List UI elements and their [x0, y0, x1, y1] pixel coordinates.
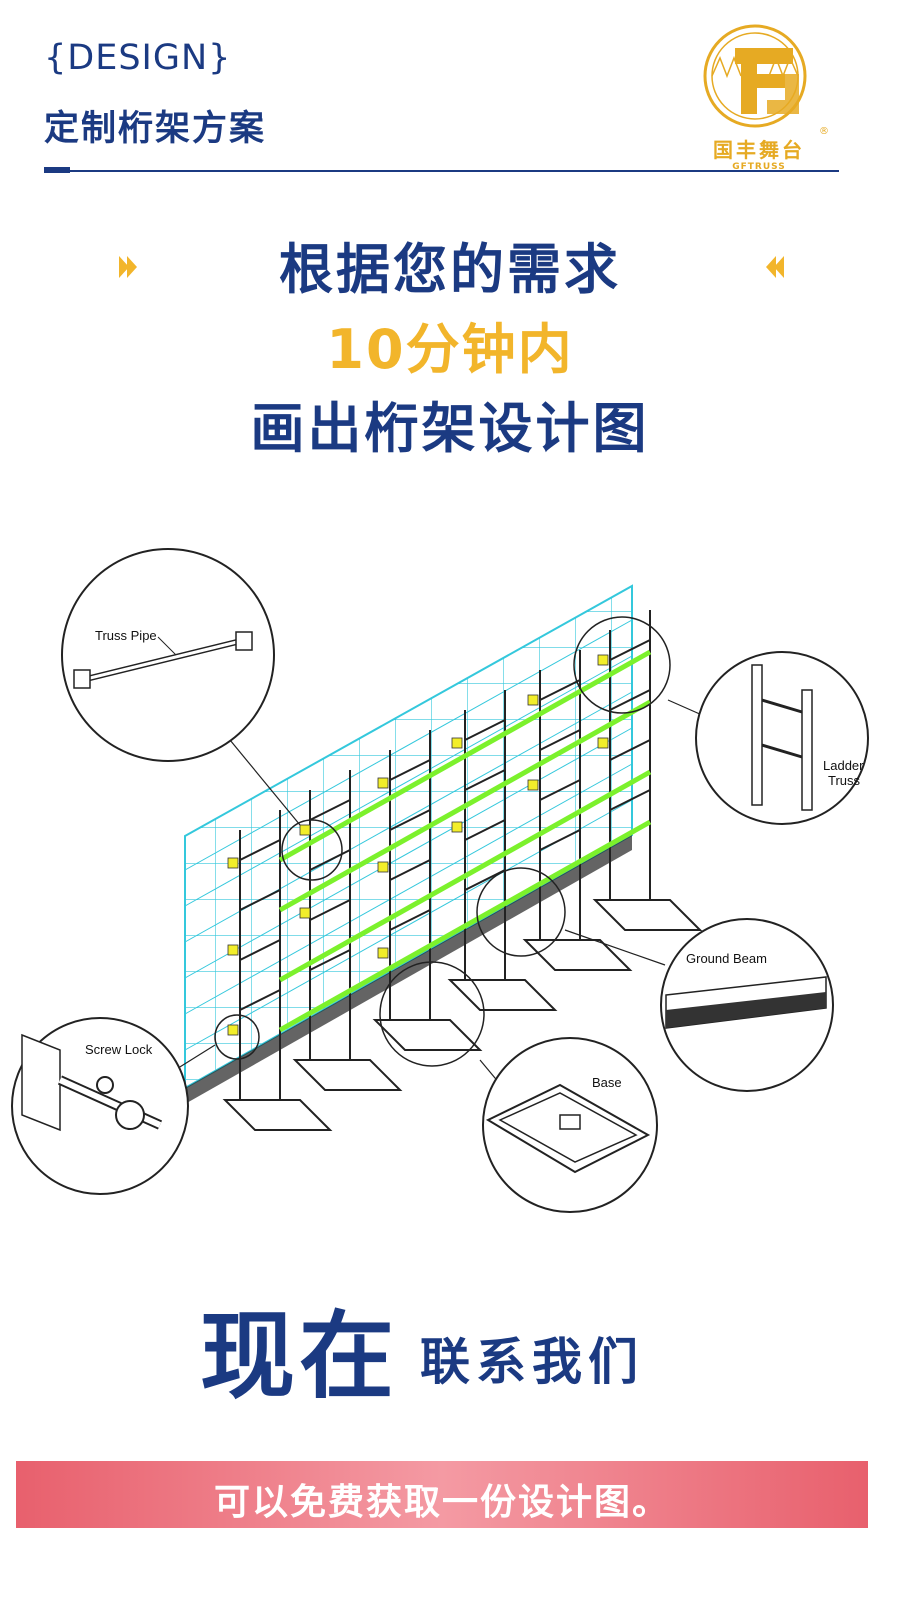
cta-now: 现在 [200, 1302, 399, 1412]
callout-leaders [174, 699, 703, 1091]
callout-ground-beam: Ground Beam [660, 918, 834, 1092]
label-screw-lock: Screw Lock [85, 1042, 153, 1057]
label-ladder: Ladder [823, 758, 864, 773]
free-design-banner[interactable] [16, 1461, 868, 1528]
callout-base: Base [482, 1037, 658, 1213]
ground-beam-row [185, 835, 632, 1104]
label-truss-pipe: Truss Pipe [95, 628, 157, 643]
headline-line-3: 画出桁架设计图 [250, 397, 650, 460]
arrow-right-icon [119, 256, 137, 278]
callout-ladder-truss: Ladder Truss [695, 651, 869, 825]
gftruss-logo: 国丰舞台 ® GFTRUSS [675, 18, 835, 172]
header-divider-accent [44, 167, 70, 173]
logo-emblem-icon [703, 24, 807, 128]
label-base: Base [592, 1075, 622, 1090]
logo-english-name: GFTRUSS [732, 162, 786, 172]
design-tag: {DESIGN} [44, 38, 232, 78]
free-design-banner-text[interactable]: 可以免费获取一份设计图。 [213, 1482, 670, 1523]
clamps-yellow [227, 654, 609, 1036]
detail-markers [214, 616, 671, 1067]
callout-truss-pipe: Truss Pipe [61, 548, 275, 762]
logo-chinese-name: 国丰舞台 [713, 138, 805, 162]
headline-line-2: 10分钟内 [326, 318, 574, 381]
arrow-left-icon [766, 256, 784, 278]
headline-line-1: 根据您的需求 [279, 238, 621, 301]
ladder-trusses [222, 610, 703, 1131]
header-divider [44, 170, 839, 172]
label-ground-beam: Ground Beam [686, 951, 767, 966]
callout-screw-lock: Screw Lock [11, 1017, 189, 1195]
truss-pipes-green [278, 649, 652, 1033]
logo-registered-mark: ® [819, 126, 829, 137]
label-truss: Truss [828, 773, 861, 788]
truss-design-illustration: Truss Pipe Ladder Truss Ground Beam Scre… [11, 548, 869, 1213]
cta-contact-us[interactable]: 联系我们 [420, 1333, 644, 1391]
page-subtitle: 定制桁架方案 [44, 109, 267, 149]
